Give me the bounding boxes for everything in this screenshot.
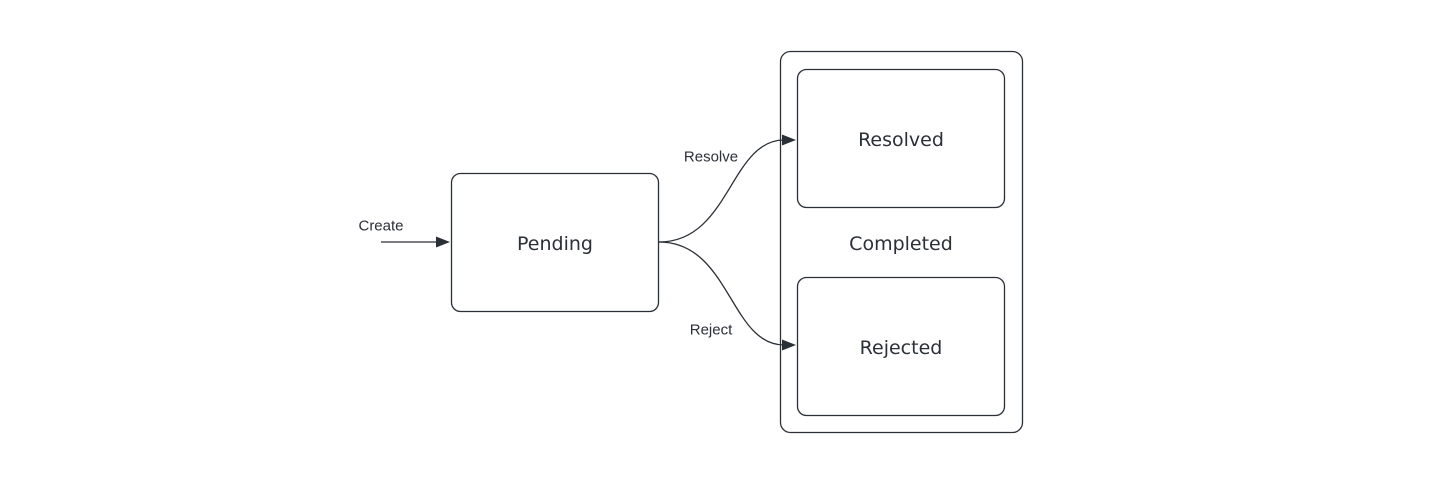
- resolved-label: Resolved: [858, 129, 944, 151]
- reject-edge: [658, 241, 785, 346]
- rejected-node: [796, 276, 1006, 417]
- resolve-arrowhead: [782, 134, 796, 146]
- resolved-node: [796, 68, 1006, 209]
- completed-label: Completed: [849, 233, 953, 255]
- reject-edge-label: Reject: [690, 322, 733, 339]
- create-edge-label: Create: [358, 218, 403, 235]
- pending-label: Pending: [517, 233, 593, 255]
- reject-arrowhead: [782, 339, 796, 351]
- resolve-edge-label: Resolve: [684, 149, 738, 166]
- create-arrowhead: [436, 236, 450, 248]
- rejected-label: Rejected: [860, 337, 943, 359]
- pending-node: [450, 172, 660, 313]
- resolve-edge: [658, 139, 785, 243]
